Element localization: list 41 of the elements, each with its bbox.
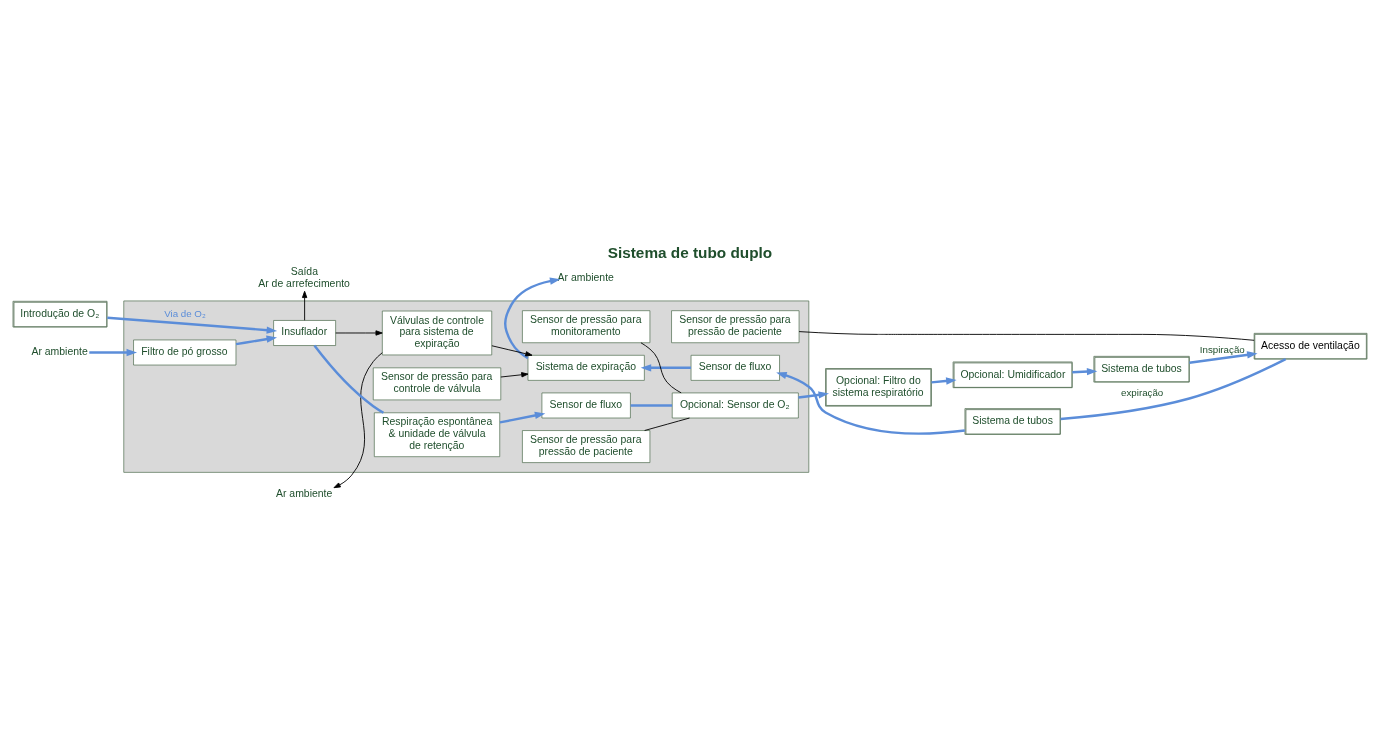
node-text: Ar ambiente	[276, 488, 333, 500]
arrow	[500, 372, 529, 378]
node-box: Sensor de pressão para monitoramento	[522, 310, 651, 344]
arrow	[504, 277, 561, 360]
node-box: Sensor de pressão para pressão de paciente	[522, 430, 651, 463]
arrow	[491, 345, 533, 357]
node-text: Ar ambiente	[557, 272, 614, 284]
connector	[640, 342, 682, 394]
diagram-title: Sistema de tubo duplo	[607, 244, 773, 262]
arrow	[640, 364, 691, 372]
node-text: Ar ambiente	[31, 345, 88, 357]
edge-label: Via de O₂	[164, 308, 206, 320]
arrow	[301, 290, 308, 321]
arrow	[499, 411, 546, 424]
node-box: Insuflador	[273, 320, 336, 346]
node-box: Sensor de fluxo	[690, 354, 780, 381]
arrow	[89, 348, 138, 357]
node-text: Saída Ar de arrefecimento	[258, 266, 350, 289]
node-box: Válvulas de controle para sistema de expiração	[381, 310, 493, 356]
edge-label: Inspiração	[1199, 344, 1245, 356]
node-text: Opcional: Filtro do sistema respiratório	[832, 374, 924, 398]
connector	[798, 331, 1255, 341]
connector	[630, 404, 673, 407]
arrow	[1189, 351, 1258, 364]
arrow	[235, 335, 277, 346]
connector	[644, 417, 690, 431]
arrow	[931, 377, 957, 385]
node-box: Respiração espontânea & unidade de válvula de retenção	[373, 412, 501, 458]
arrow	[335, 330, 383, 336]
connector	[313, 344, 385, 414]
node-box: Filtro de pó grosso	[133, 339, 237, 366]
arrow	[776, 372, 965, 435]
node-box: Opcional: Sensor de O₂	[671, 392, 799, 419]
edge-label: expiração	[1121, 386, 1164, 398]
node-box: Sensor de pressão para controle de válvula	[372, 367, 502, 401]
node-box: Sensor de pressão para pressão de paciente	[671, 310, 800, 344]
node-box: Sensor de fluxo	[541, 392, 631, 419]
arrow	[798, 391, 829, 399]
arrow	[333, 352, 383, 489]
arrow	[107, 316, 278, 334]
node-box: Sistema de expiração	[527, 354, 645, 381]
